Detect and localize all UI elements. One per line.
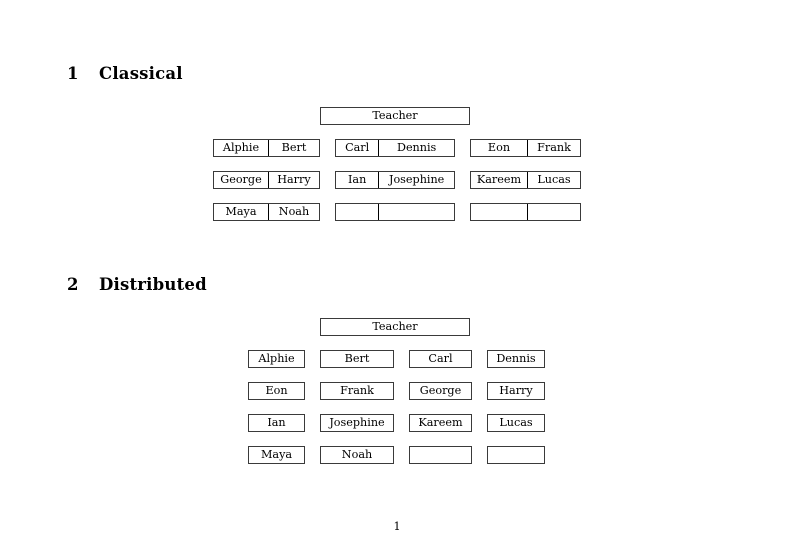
student-cell: Kareem [476, 173, 522, 187]
section-title: Distributed [99, 275, 207, 294]
student-box: Carl [409, 350, 472, 368]
student-pair-group: Eon Frank [470, 139, 581, 157]
student-box: Kareem [409, 414, 472, 432]
student-cell: George [220, 173, 262, 187]
student-box: George [409, 382, 472, 400]
student-cell-empty [336, 204, 378, 220]
student-pair-group: Alphie Bert [213, 139, 320, 157]
student-box: Harry [487, 382, 545, 400]
student-cell: Maya [225, 205, 257, 219]
student-cell-empty [526, 204, 580, 220]
student-box: Maya [248, 446, 305, 464]
student-cell: Ian [347, 173, 367, 187]
student-cell: Dennis [378, 140, 454, 156]
section-number: 1 [67, 64, 79, 83]
section-heading-classical: 1 Classical [67, 64, 183, 83]
student-cell: Alphie [222, 141, 260, 155]
student-pair-group: Ian Josephine [335, 171, 455, 189]
student-box: Noah [320, 446, 394, 464]
student-cell: Frank [526, 140, 580, 156]
student-cell: Carl [345, 141, 370, 155]
student-cell: Bert [267, 140, 319, 156]
student-pair-group: Maya Noah [213, 203, 320, 221]
student-box: Ian [248, 414, 305, 432]
page-number: 1 [393, 520, 401, 533]
student-box-empty [487, 446, 545, 464]
student-box: Dennis [487, 350, 545, 368]
student-pair-group: Kareem Lucas [470, 171, 581, 189]
student-pair-group: Carl Dennis [335, 139, 455, 157]
section-title: Classical [99, 64, 183, 83]
teacher-box-distributed: Teacher [320, 318, 470, 336]
section-heading-distributed: 2 Distributed [67, 275, 207, 294]
student-cell-empty [471, 204, 527, 220]
student-box: Eon [248, 382, 305, 400]
student-pair-group-empty [470, 203, 581, 221]
student-box: Frank [320, 382, 394, 400]
student-cell: Noah [267, 204, 319, 220]
student-box: Josephine [320, 414, 394, 432]
student-cell: Harry [267, 172, 319, 188]
student-box: Bert [320, 350, 394, 368]
student-box: Alphie [248, 350, 305, 368]
section-number: 2 [67, 275, 79, 294]
student-cell: Eon [487, 141, 511, 155]
student-box-empty [409, 446, 472, 464]
student-pair-group: George Harry [213, 171, 320, 189]
teacher-box-classical: Teacher [320, 107, 470, 125]
student-pair-group-empty [335, 203, 455, 221]
student-cell-empty [378, 204, 454, 220]
student-box: Lucas [487, 414, 545, 432]
student-cell: Josephine [378, 172, 454, 188]
student-cell: Lucas [526, 172, 580, 188]
